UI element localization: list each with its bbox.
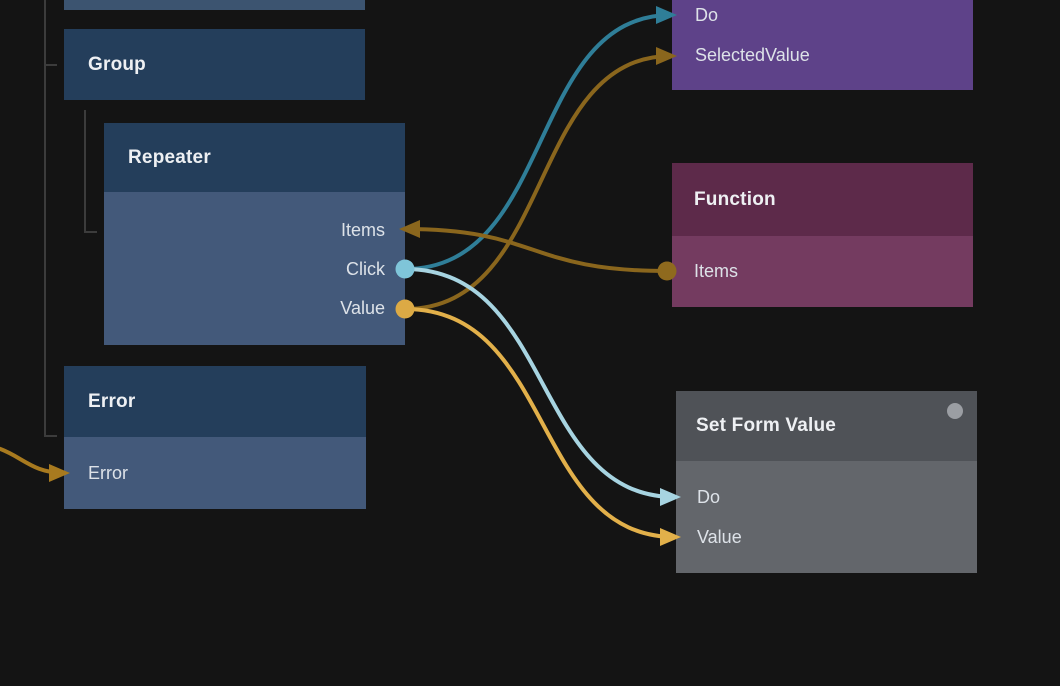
- node-error[interactable]: Error Error: [64, 366, 366, 509]
- wire[interactable]: [403, 227, 669, 273]
- port-items[interactable]: Items: [340, 220, 385, 240]
- tree-connector-line: [84, 231, 97, 233]
- port-do[interactable]: Do: [695, 5, 719, 25]
- node-partial-purple-body: Do SelectedValue: [672, 0, 973, 90]
- wire[interactable]: [403, 54, 673, 311]
- node-error-header[interactable]: Error: [64, 366, 366, 437]
- node-set-form-value-header[interactable]: Set Form Value: [676, 391, 977, 461]
- node-title: Group: [88, 53, 146, 75]
- tree-connector-line: [84, 110, 86, 233]
- wire[interactable]: [0, 444, 66, 475]
- node-title: Error: [88, 390, 136, 412]
- port-value[interactable]: Value: [697, 527, 742, 547]
- tree-connector-line: [44, 0, 46, 437]
- port-do[interactable]: Do: [697, 487, 721, 507]
- tree-connector-line: [44, 64, 57, 66]
- node-function-body: Items: [672, 236, 973, 307]
- node-group[interactable]: Group: [64, 29, 365, 100]
- tree-connector-line: [44, 435, 57, 437]
- node-repeater-header[interactable]: Repeater: [104, 123, 405, 192]
- node-set-form-value-body: Do Value: [676, 461, 977, 573]
- node-title: Set Form Value: [696, 415, 837, 436]
- node-partial-purple[interactable]: Do SelectedValue: [672, 0, 973, 90]
- port-items[interactable]: Items: [694, 261, 739, 281]
- node-title: Repeater: [128, 146, 211, 168]
- node-error-body: Error: [64, 437, 366, 509]
- port-value[interactable]: Value: [340, 298, 385, 318]
- wire[interactable]: [403, 307, 677, 539]
- node-repeater-body: Items Click Value: [104, 192, 405, 345]
- port-error[interactable]: Error: [88, 463, 128, 483]
- node-partial-top[interactable]: [64, 0, 365, 10]
- wire[interactable]: [403, 13, 673, 271]
- node-set-form-value[interactable]: Set Form Value Do Value: [676, 391, 977, 573]
- port-click[interactable]: Click: [346, 259, 385, 279]
- wire[interactable]: [403, 267, 677, 499]
- node-function[interactable]: Function Items: [672, 163, 973, 307]
- node-function-header[interactable]: Function: [672, 163, 973, 236]
- node-title: Function: [694, 188, 776, 210]
- node-group-header[interactable]: Group: [64, 29, 365, 100]
- port-selectedvalue[interactable]: SelectedValue: [695, 45, 810, 65]
- status-dot-icon: [947, 403, 963, 419]
- node-repeater[interactable]: Repeater Items Click Value: [104, 123, 405, 345]
